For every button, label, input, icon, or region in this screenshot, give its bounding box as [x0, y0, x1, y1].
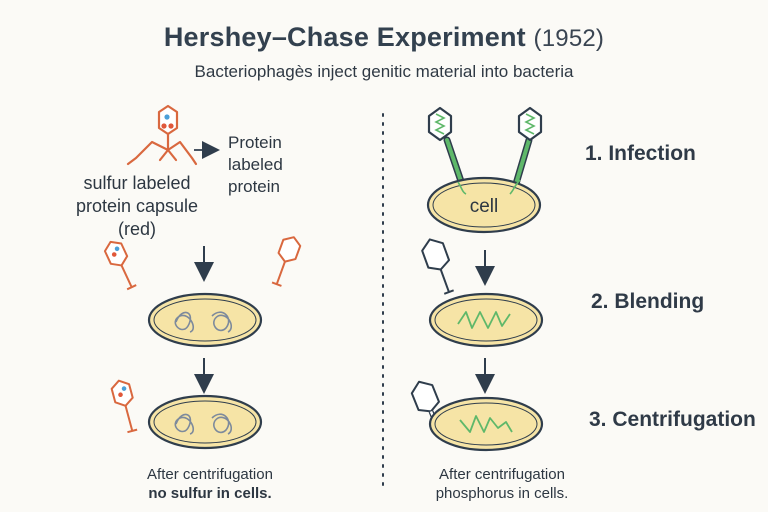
capsule-label: sulfur labeled protein capsule (red)	[75, 173, 199, 239]
protein-dot-blue	[164, 114, 170, 120]
title-text: Hershey–Chase Experiment	[163, 22, 526, 52]
subtitle: Bacteriophagès inject genitic material i…	[194, 62, 574, 81]
right-cell-centrifugation	[428, 396, 544, 452]
right-cell-blending	[428, 292, 544, 348]
empty-phage-ghost-icon	[421, 238, 454, 295]
sulfur-labeled-phage-icon	[126, 104, 198, 166]
protein-label: Protein labeled protein	[228, 133, 283, 196]
step-blending: 2. Blending	[591, 290, 705, 313]
right-caption: After centrifugation phosphorus in cells…	[435, 466, 569, 502]
left-cell-centrifugation	[147, 394, 263, 450]
detached-phage-icon	[271, 236, 302, 287]
protein-dot-red	[161, 123, 167, 129]
left-cell-blending	[147, 292, 263, 348]
protein-dot-red	[168, 123, 174, 129]
step-infection: 1. Infection	[585, 142, 696, 165]
right-cell-infection	[426, 176, 542, 234]
detached-phage-icon	[110, 379, 138, 434]
detached-phage-icon	[103, 240, 137, 291]
step-centrifugation: 3. Centrifugation	[589, 408, 756, 431]
phosphorus-labeled-phage-icon	[509, 106, 543, 198]
left-caption: After centrifugation no sulfur in cells.	[147, 466, 273, 502]
cell-label: cell	[469, 196, 499, 217]
title-year: (1952)	[533, 25, 605, 52]
page-title: Hershey–Chase Experiment (1952)	[0, 22, 768, 53]
